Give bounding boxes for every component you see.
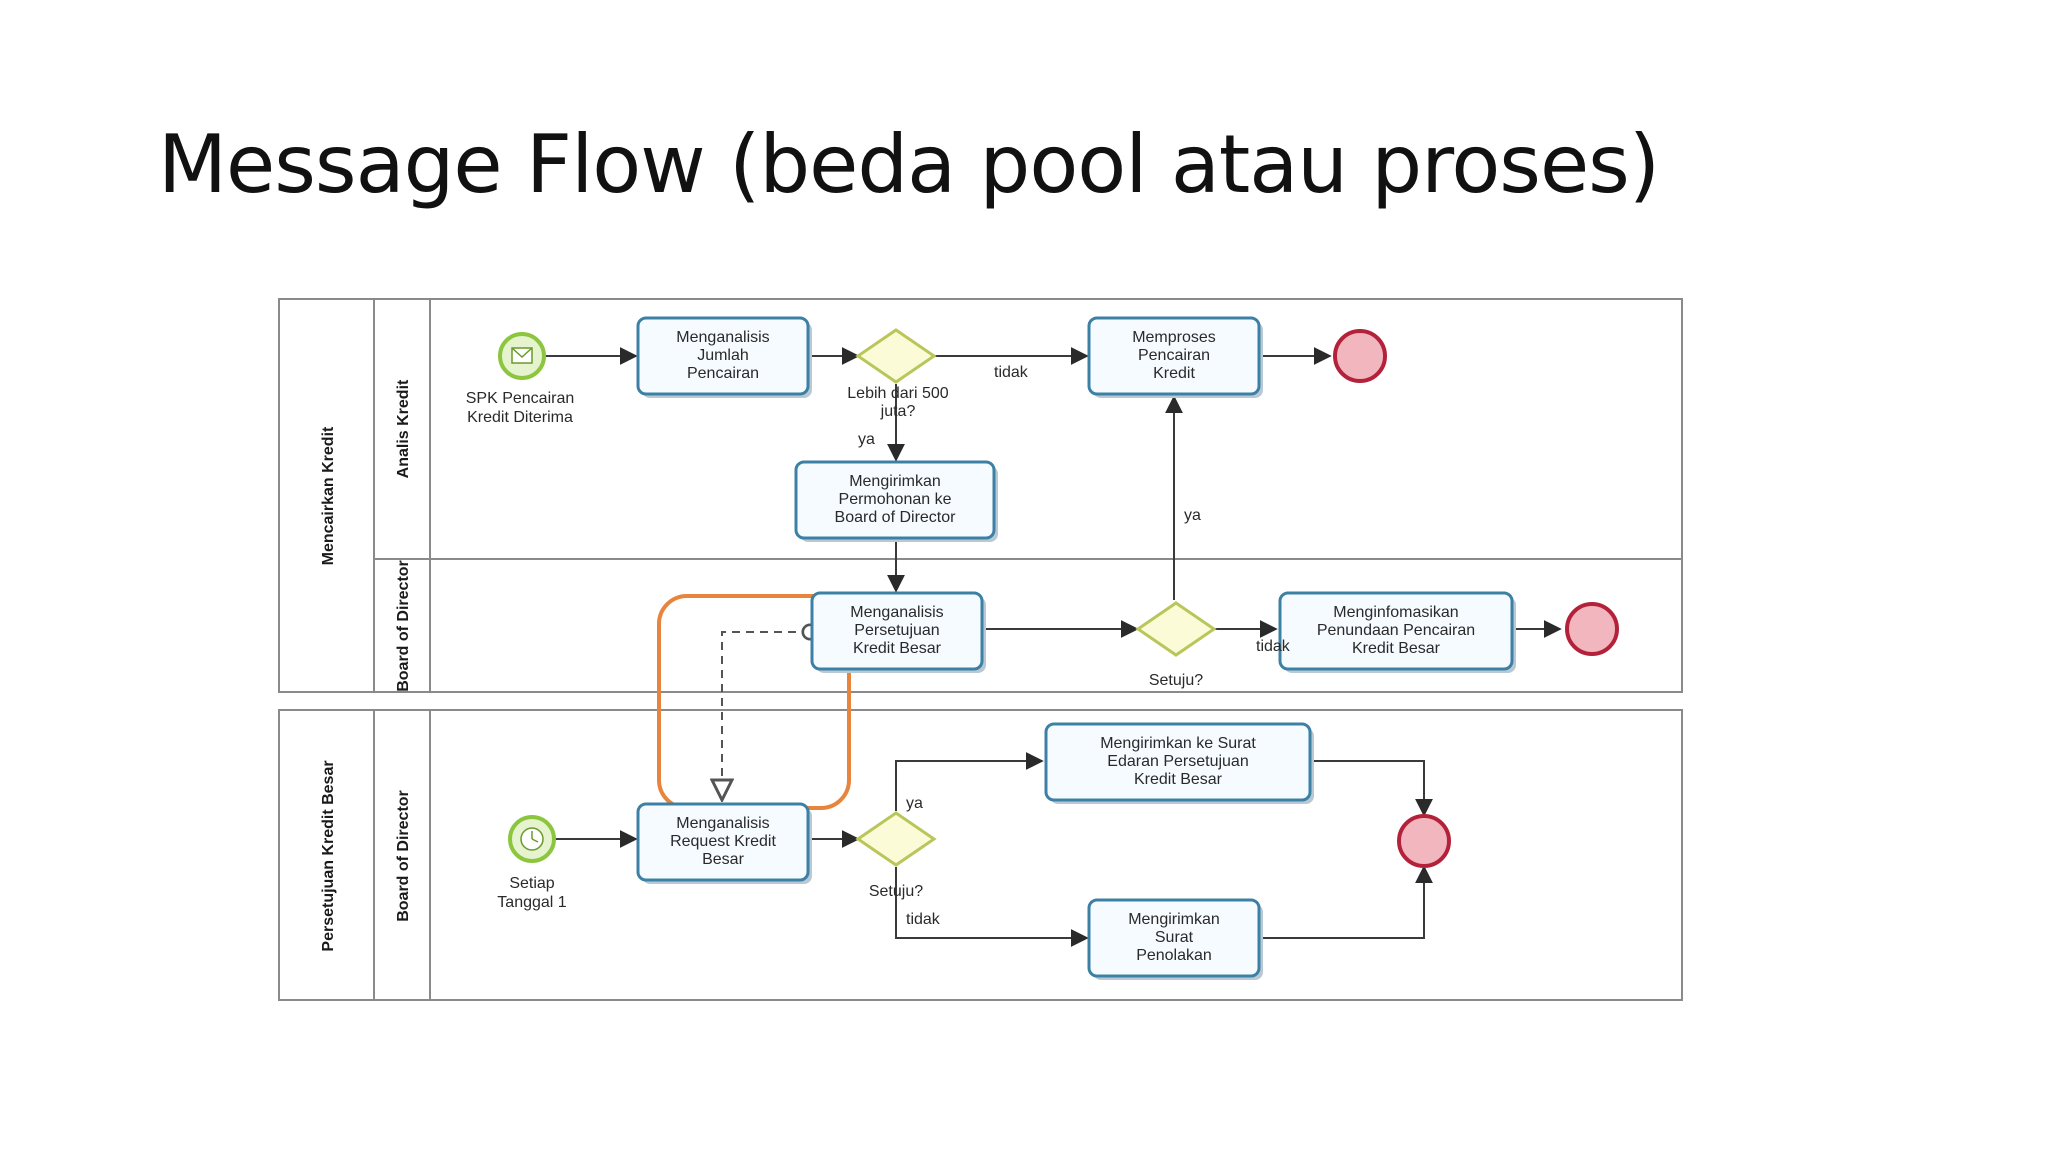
task-label: Mengirimkan ke Surat	[1100, 735, 1256, 752]
task-label: Menganalisis	[676, 329, 769, 346]
start-event-timer[interactable]	[508, 815, 556, 863]
flow-label-tidak: tidak	[1256, 638, 1291, 655]
gateway-label: juta?	[880, 403, 916, 420]
lane-label-board-of-director: Board of Director	[395, 790, 412, 922]
task-label: Kredit	[1153, 365, 1195, 382]
task-label: Persetujuan	[854, 622, 939, 639]
task-menganalisis-jumlah[interactable]: Menganalisis Jumlah Pencairan	[636, 316, 812, 398]
task-mengirimkan-permohonan[interactable]: Mengirimkan Permohonan ke Board of Direc…	[794, 460, 998, 542]
start-event-label: Setiap	[509, 875, 554, 892]
lane-label-board-of-director: Board of Director	[395, 560, 412, 692]
task-mengirimkan-surat-penolakan[interactable]: Mengirimkan Surat Penolakan	[1087, 898, 1263, 980]
end-event[interactable]	[1397, 814, 1451, 868]
lane-label-analis-kredit: Analis Kredit	[395, 379, 412, 478]
gateway-lebih-500[interactable]	[855, 328, 937, 384]
pool-mencairkan-kredit: Mencairkan Kredit Analis Kredit Board of…	[278, 298, 1683, 693]
task-mengirimkan-surat-edaran[interactable]: Mengirimkan ke Surat Edaran Persetujuan …	[1044, 722, 1314, 804]
gateway-label: Lebih dari 500	[847, 385, 949, 402]
task-label: Kredit Besar	[1134, 771, 1223, 788]
flow-label-ya: ya	[906, 795, 923, 812]
task-label: Board of Director	[835, 509, 957, 526]
envelope-icon	[511, 347, 533, 364]
start-event-message[interactable]	[498, 332, 546, 380]
task-label: Kredit Besar	[1352, 640, 1441, 657]
flow-label-tidak: tidak	[906, 911, 941, 928]
pool-label: Mencairkan Kredit	[320, 426, 337, 565]
message-flow	[722, 632, 810, 800]
start-event-label: Kredit Diterima	[467, 409, 573, 426]
task-label: Menganalisis	[850, 604, 943, 621]
task-label: Memproses	[1132, 329, 1216, 346]
task-label: Edaran Persetujuan	[1107, 753, 1248, 770]
task-label: Permohonan ke	[839, 491, 952, 508]
task-label: Menganalisis	[676, 815, 769, 832]
task-label: Request Kredit	[670, 833, 776, 850]
flow-label-ya: ya	[858, 431, 875, 448]
task-label: Penundaan Pencairan	[1317, 622, 1475, 639]
task-label: Kredit Besar	[853, 640, 942, 657]
task-label: Mengirimkan	[849, 473, 941, 490]
task-label: Surat	[1155, 929, 1194, 946]
gateway-setuju-1[interactable]	[1135, 601, 1217, 657]
flow-label-ya: ya	[1184, 507, 1201, 524]
gateway-label: Setuju?	[1149, 672, 1203, 689]
pool-persetujuan-kredit-besar: Persetujuan Kredit Besar Board of Direct…	[278, 709, 1683, 1001]
task-label: Penolakan	[1136, 947, 1212, 964]
flow-label-tidak: tidak	[994, 364, 1029, 381]
gateway-setuju-2[interactable]	[855, 811, 937, 867]
task-menganalisis-request[interactable]: Menganalisis Request Kredit Besar	[636, 802, 812, 884]
clock-icon	[520, 827, 544, 851]
task-menginformasikan-penundaan[interactable]: Menginfomasikan Penundaan Pencairan Kred…	[1278, 591, 1516, 673]
start-event-label: Tanggal 1	[497, 894, 566, 911]
task-label: Menginfomasikan	[1333, 604, 1458, 621]
task-label: Pencairan	[687, 365, 759, 382]
task-memproses-pencairan[interactable]: Memproses Pencairan Kredit	[1087, 316, 1263, 398]
task-label: Jumlah	[697, 347, 749, 364]
slide-title: Message Flow (beda pool atau proses)	[158, 118, 1660, 211]
pool-label: Persetujuan Kredit Besar	[320, 760, 337, 951]
end-event[interactable]	[1333, 329, 1387, 383]
start-event-label: SPK Pencairan	[466, 390, 575, 407]
task-menganalisis-persetujuan[interactable]: Menganalisis Persetujuan Kredit Besar	[810, 591, 986, 673]
end-event[interactable]	[1565, 602, 1619, 656]
gateway-label: Setuju?	[869, 883, 923, 900]
sequence-flows	[546, 347, 1562, 947]
task-label: Mengirimkan	[1128, 911, 1220, 928]
task-label: Pencairan	[1138, 347, 1210, 364]
task-label: Besar	[702, 851, 744, 868]
